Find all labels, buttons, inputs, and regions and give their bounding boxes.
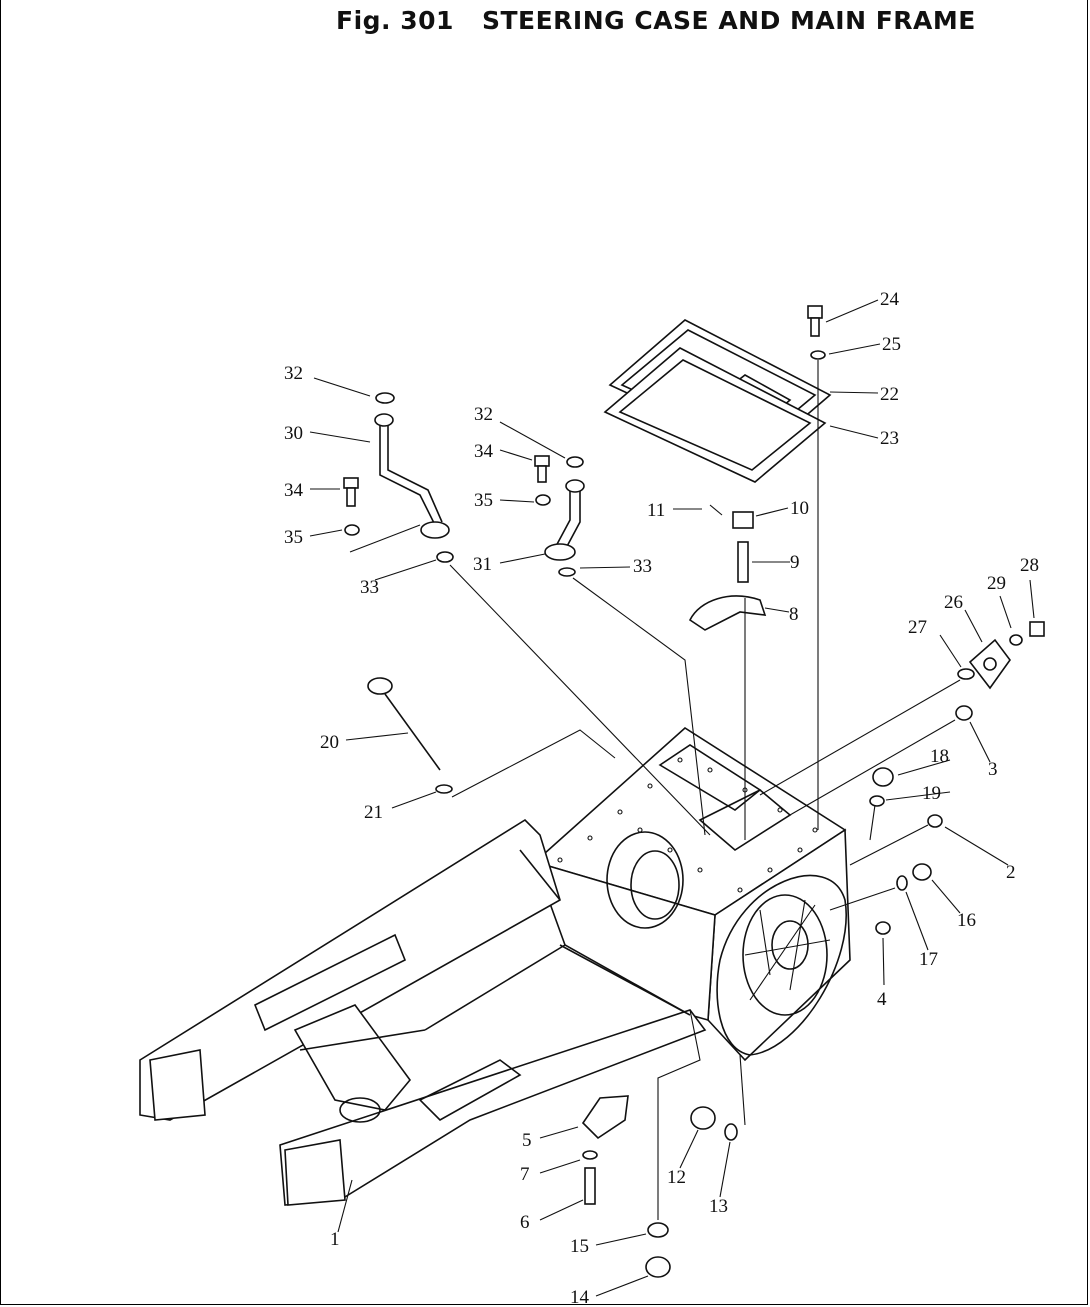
o-ring-19 bbox=[869, 795, 885, 807]
callout-labels: 1 2 3 4 5 6 7 8 9 10 11 12 13 14 15 16 1… bbox=[284, 289, 1039, 1307]
plug-18 bbox=[872, 767, 894, 787]
callout-35b: 35 bbox=[474, 490, 493, 511]
pipe-31 bbox=[554, 490, 571, 549]
callout-27: 27 bbox=[908, 617, 927, 638]
plug-12 bbox=[690, 1106, 716, 1130]
assembly-lines bbox=[349, 360, 961, 1220]
o-ring-33 bbox=[436, 551, 454, 563]
washer-35b bbox=[535, 494, 551, 506]
bracket-8 bbox=[688, 595, 767, 631]
washer-25 bbox=[810, 350, 826, 360]
callout-34b: 34 bbox=[474, 441, 494, 462]
callout-10: 10 bbox=[790, 498, 809, 519]
callout-5: 5 bbox=[522, 1130, 532, 1151]
figure-title: Fig. 301 STEERING CASE AND MAIN FRAME bbox=[336, 6, 976, 35]
callout-19: 19 bbox=[922, 783, 941, 804]
callout-30: 30 bbox=[284, 423, 303, 444]
washer-29 bbox=[1009, 634, 1023, 646]
pipe-30 bbox=[379, 420, 436, 526]
bolt-24 bbox=[807, 305, 823, 337]
plug-3 bbox=[955, 705, 973, 721]
callout-17: 17 bbox=[919, 949, 938, 970]
stud-9 bbox=[737, 541, 749, 583]
callout-23: 23 bbox=[880, 428, 899, 449]
pin-11 bbox=[709, 504, 723, 516]
callout-11: 11 bbox=[647, 500, 665, 521]
callout-32b: 32 bbox=[474, 404, 493, 425]
o-ring-33b bbox=[558, 567, 576, 577]
figure-number: Fig. 301 bbox=[336, 6, 454, 35]
o-ring-15 bbox=[647, 1222, 669, 1238]
plug-16 bbox=[912, 863, 932, 881]
callout-26: 26 bbox=[944, 592, 963, 613]
callout-33: 33 bbox=[360, 577, 379, 598]
plug-14 bbox=[645, 1256, 671, 1278]
callout-9: 9 bbox=[790, 552, 800, 573]
callout-35: 35 bbox=[284, 527, 303, 548]
callout-29: 29 bbox=[987, 573, 1006, 594]
callout-20: 20 bbox=[320, 732, 339, 753]
o-ring-17 bbox=[896, 875, 908, 891]
cover-26 bbox=[968, 638, 1011, 690]
bolt-28 bbox=[1029, 621, 1045, 637]
leader-lines bbox=[309, 299, 1035, 1297]
plug-2 bbox=[927, 814, 943, 828]
callout-18: 18 bbox=[930, 746, 949, 767]
callout-8: 8 bbox=[789, 604, 799, 625]
callout-22: 22 bbox=[880, 384, 899, 405]
callout-31: 31 bbox=[473, 554, 492, 575]
floor-plate-gasket bbox=[603, 347, 827, 483]
bracket-5 bbox=[581, 1095, 629, 1140]
callout-15: 15 bbox=[570, 1236, 589, 1257]
o-ring-13 bbox=[724, 1123, 738, 1141]
figure-caption: STEERING CASE AND MAIN FRAME bbox=[481, 6, 976, 35]
washer-7 bbox=[582, 1150, 598, 1160]
bolt-34 bbox=[343, 455, 550, 507]
callout-1: 1 bbox=[330, 1229, 340, 1250]
o-ring-27 bbox=[957, 668, 975, 680]
main-frame bbox=[139, 726, 851, 1206]
dipstick-20 bbox=[367, 677, 441, 771]
callout-2: 2 bbox=[1006, 862, 1016, 883]
callout-14: 14 bbox=[570, 1287, 590, 1307]
callout-24: 24 bbox=[880, 289, 900, 310]
nut-10 bbox=[732, 511, 754, 529]
callout-4: 4 bbox=[877, 989, 887, 1010]
callout-25: 25 bbox=[882, 334, 901, 355]
callout-16: 16 bbox=[957, 910, 976, 931]
callout-7: 7 bbox=[520, 1164, 530, 1185]
plug-4 bbox=[875, 921, 891, 935]
callout-33b: 33 bbox=[633, 556, 652, 577]
o-ring-21 bbox=[435, 784, 453, 794]
callout-34: 34 bbox=[284, 480, 304, 501]
callout-13: 13 bbox=[709, 1196, 728, 1217]
callout-32: 32 bbox=[284, 363, 303, 384]
callout-28: 28 bbox=[1020, 555, 1039, 576]
o-ring-32 bbox=[375, 392, 395, 404]
callout-6: 6 bbox=[520, 1212, 530, 1233]
callout-21: 21 bbox=[364, 802, 383, 823]
o-ring-32b bbox=[566, 456, 584, 468]
washer-35 bbox=[344, 524, 360, 536]
callout-12: 12 bbox=[667, 1167, 686, 1188]
bolt-6 bbox=[584, 1167, 596, 1205]
callout-3: 3 bbox=[988, 759, 998, 780]
